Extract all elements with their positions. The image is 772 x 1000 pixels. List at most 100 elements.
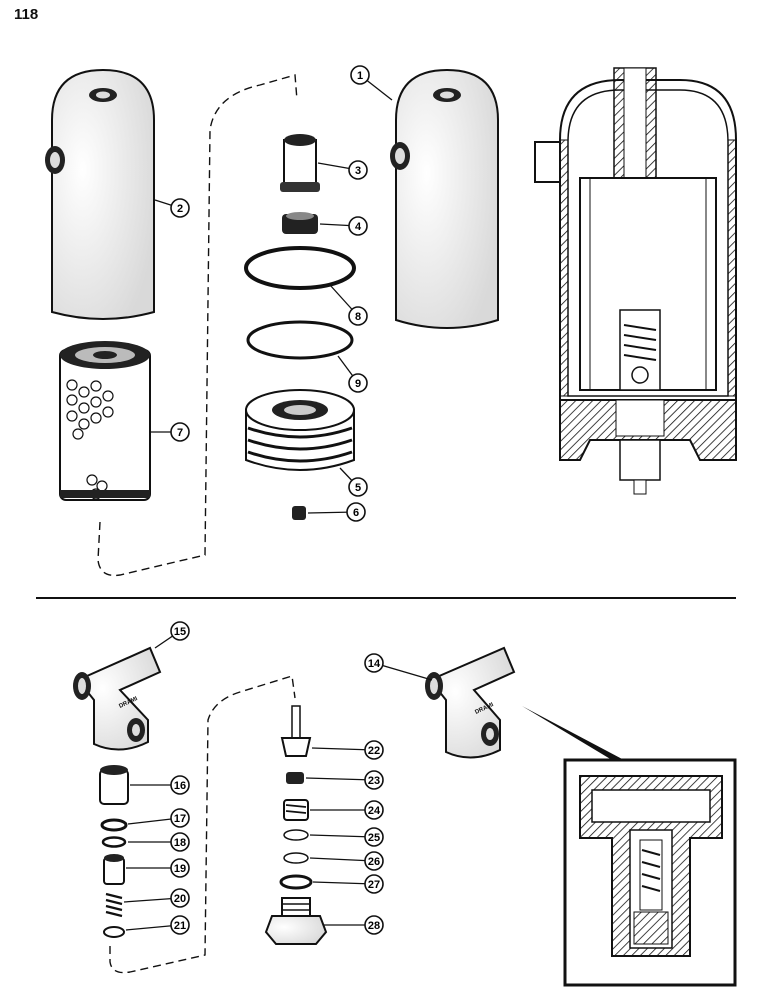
leader-dashed-lower <box>109 675 296 974</box>
callout-leader-27 <box>312 881 375 885</box>
callout-24: 24 <box>310 800 384 820</box>
callout-label-4: 4 <box>355 221 362 233</box>
callout-label-5: 5 <box>355 482 361 494</box>
callout-bubble-8 <box>348 306 368 326</box>
callout-bubble-19 <box>170 858 190 878</box>
callout-label-15: 15 <box>174 626 186 638</box>
seal-part-23 <box>286 772 304 784</box>
callout-leader-14 <box>373 662 433 681</box>
callout-22: 22 <box>311 740 384 760</box>
valve-seat-part-16 <box>99 765 129 805</box>
tee-fitting-part-15: DRAMI <box>73 646 162 751</box>
valve-stem-part-22 <box>280 705 312 757</box>
callout-8: 8 <box>329 284 368 326</box>
callout-bubble-23 <box>364 770 384 790</box>
callout-9: 9 <box>337 355 368 393</box>
callout-label-7: 7 <box>177 427 183 439</box>
callout-15: 15 <box>154 621 190 649</box>
callout-leader-26 <box>309 857 375 862</box>
callout-28: 28 <box>324 915 384 935</box>
callout-label-3: 3 <box>355 165 361 177</box>
callout-26: 26 <box>309 851 384 871</box>
callout-bubble-26 <box>364 851 384 871</box>
callout-bubble-25 <box>364 827 384 847</box>
callout-leader-25 <box>309 834 375 838</box>
callout-label-25: 25 <box>368 832 380 844</box>
plug-part-28 <box>264 897 328 945</box>
ring-part-27 <box>279 874 313 890</box>
callout-label-9: 9 <box>355 378 361 390</box>
callout-23: 23 <box>305 770 384 790</box>
filter-housing-part-2 <box>45 68 155 320</box>
callout-label-21: 21 <box>174 920 186 932</box>
cutaway-pointer <box>522 706 624 760</box>
callout-bubble-22 <box>364 740 384 760</box>
callout-7: 7 <box>150 422 190 442</box>
callout-18: 18 <box>128 832 190 852</box>
callout-16: 16 <box>130 775 190 795</box>
callout-label-23: 23 <box>368 775 380 787</box>
callout-label-19: 19 <box>174 863 186 875</box>
callout-20: 20 <box>123 888 190 908</box>
callout-17: 17 <box>127 808 190 828</box>
center-tube-part-3 <box>280 134 320 192</box>
callout-bubble-24 <box>364 800 384 820</box>
callout-bubble-5 <box>348 477 368 497</box>
callout-bubble-14 <box>364 653 384 673</box>
callout-2: 2 <box>154 198 190 218</box>
callout-label-8: 8 <box>355 311 361 323</box>
callout-label-22: 22 <box>368 745 380 757</box>
filter-cross-section <box>534 67 737 495</box>
callout-bubble-1 <box>350 65 370 85</box>
ring-part-17 <box>100 818 128 832</box>
callout-bubble-3 <box>348 160 368 180</box>
callout-label-2: 2 <box>177 203 183 215</box>
callout-5: 5 <box>339 467 368 497</box>
callout-bubble-21 <box>170 915 190 935</box>
disc-part-25 <box>283 829 309 841</box>
callout-1: 1 <box>350 65 393 101</box>
callout-bubble-7 <box>170 422 190 442</box>
spring-part-20 <box>105 892 123 918</box>
callout-27: 27 <box>312 874 384 894</box>
callout-25: 25 <box>309 827 384 847</box>
callout-bubble-4 <box>348 216 368 236</box>
gasket-part-9 <box>246 320 354 360</box>
filter-housing-part-1 <box>390 68 499 329</box>
callout-leader-23 <box>305 777 375 781</box>
tee-fitting-part-14: DRAMI <box>425 646 516 759</box>
ring-part-21 <box>103 926 125 938</box>
callout-3: 3 <box>317 160 368 180</box>
callout-label-1: 1 <box>357 70 363 82</box>
callout-label-18: 18 <box>174 837 186 849</box>
callout-bubble-17 <box>170 808 190 828</box>
spring-part-4 <box>282 212 318 234</box>
callout-label-20: 20 <box>174 893 186 905</box>
callout-bubble-6 <box>346 502 366 522</box>
plug-part-6 <box>292 506 306 520</box>
callout-bubble-20 <box>170 888 190 908</box>
callout-label-17: 17 <box>174 813 186 825</box>
tee-cutaway-view <box>563 758 737 987</box>
callout-19: 19 <box>126 858 190 878</box>
spring-part-24 <box>283 799 309 821</box>
callout-label-26: 26 <box>368 856 380 868</box>
o-ring-part-8 <box>244 246 356 290</box>
callout-bubble-2 <box>170 198 190 218</box>
callout-label-16: 16 <box>174 780 186 792</box>
callout-bubble-28 <box>364 915 384 935</box>
filter-element-part-7 <box>59 341 151 501</box>
disc-part-26 <box>283 852 309 864</box>
callout-4: 4 <box>319 216 368 236</box>
callout-label-14: 14 <box>368 658 381 670</box>
callout-21: 21 <box>125 915 190 935</box>
page-number: 118 <box>14 6 39 23</box>
callout-bubble-9 <box>348 373 368 393</box>
callout-14: 14 <box>364 653 433 681</box>
callout-label-27: 27 <box>368 879 380 891</box>
callout-bubble-16 <box>170 775 190 795</box>
callout-bubble-27 <box>364 874 384 894</box>
callout-leader-22 <box>311 747 375 751</box>
